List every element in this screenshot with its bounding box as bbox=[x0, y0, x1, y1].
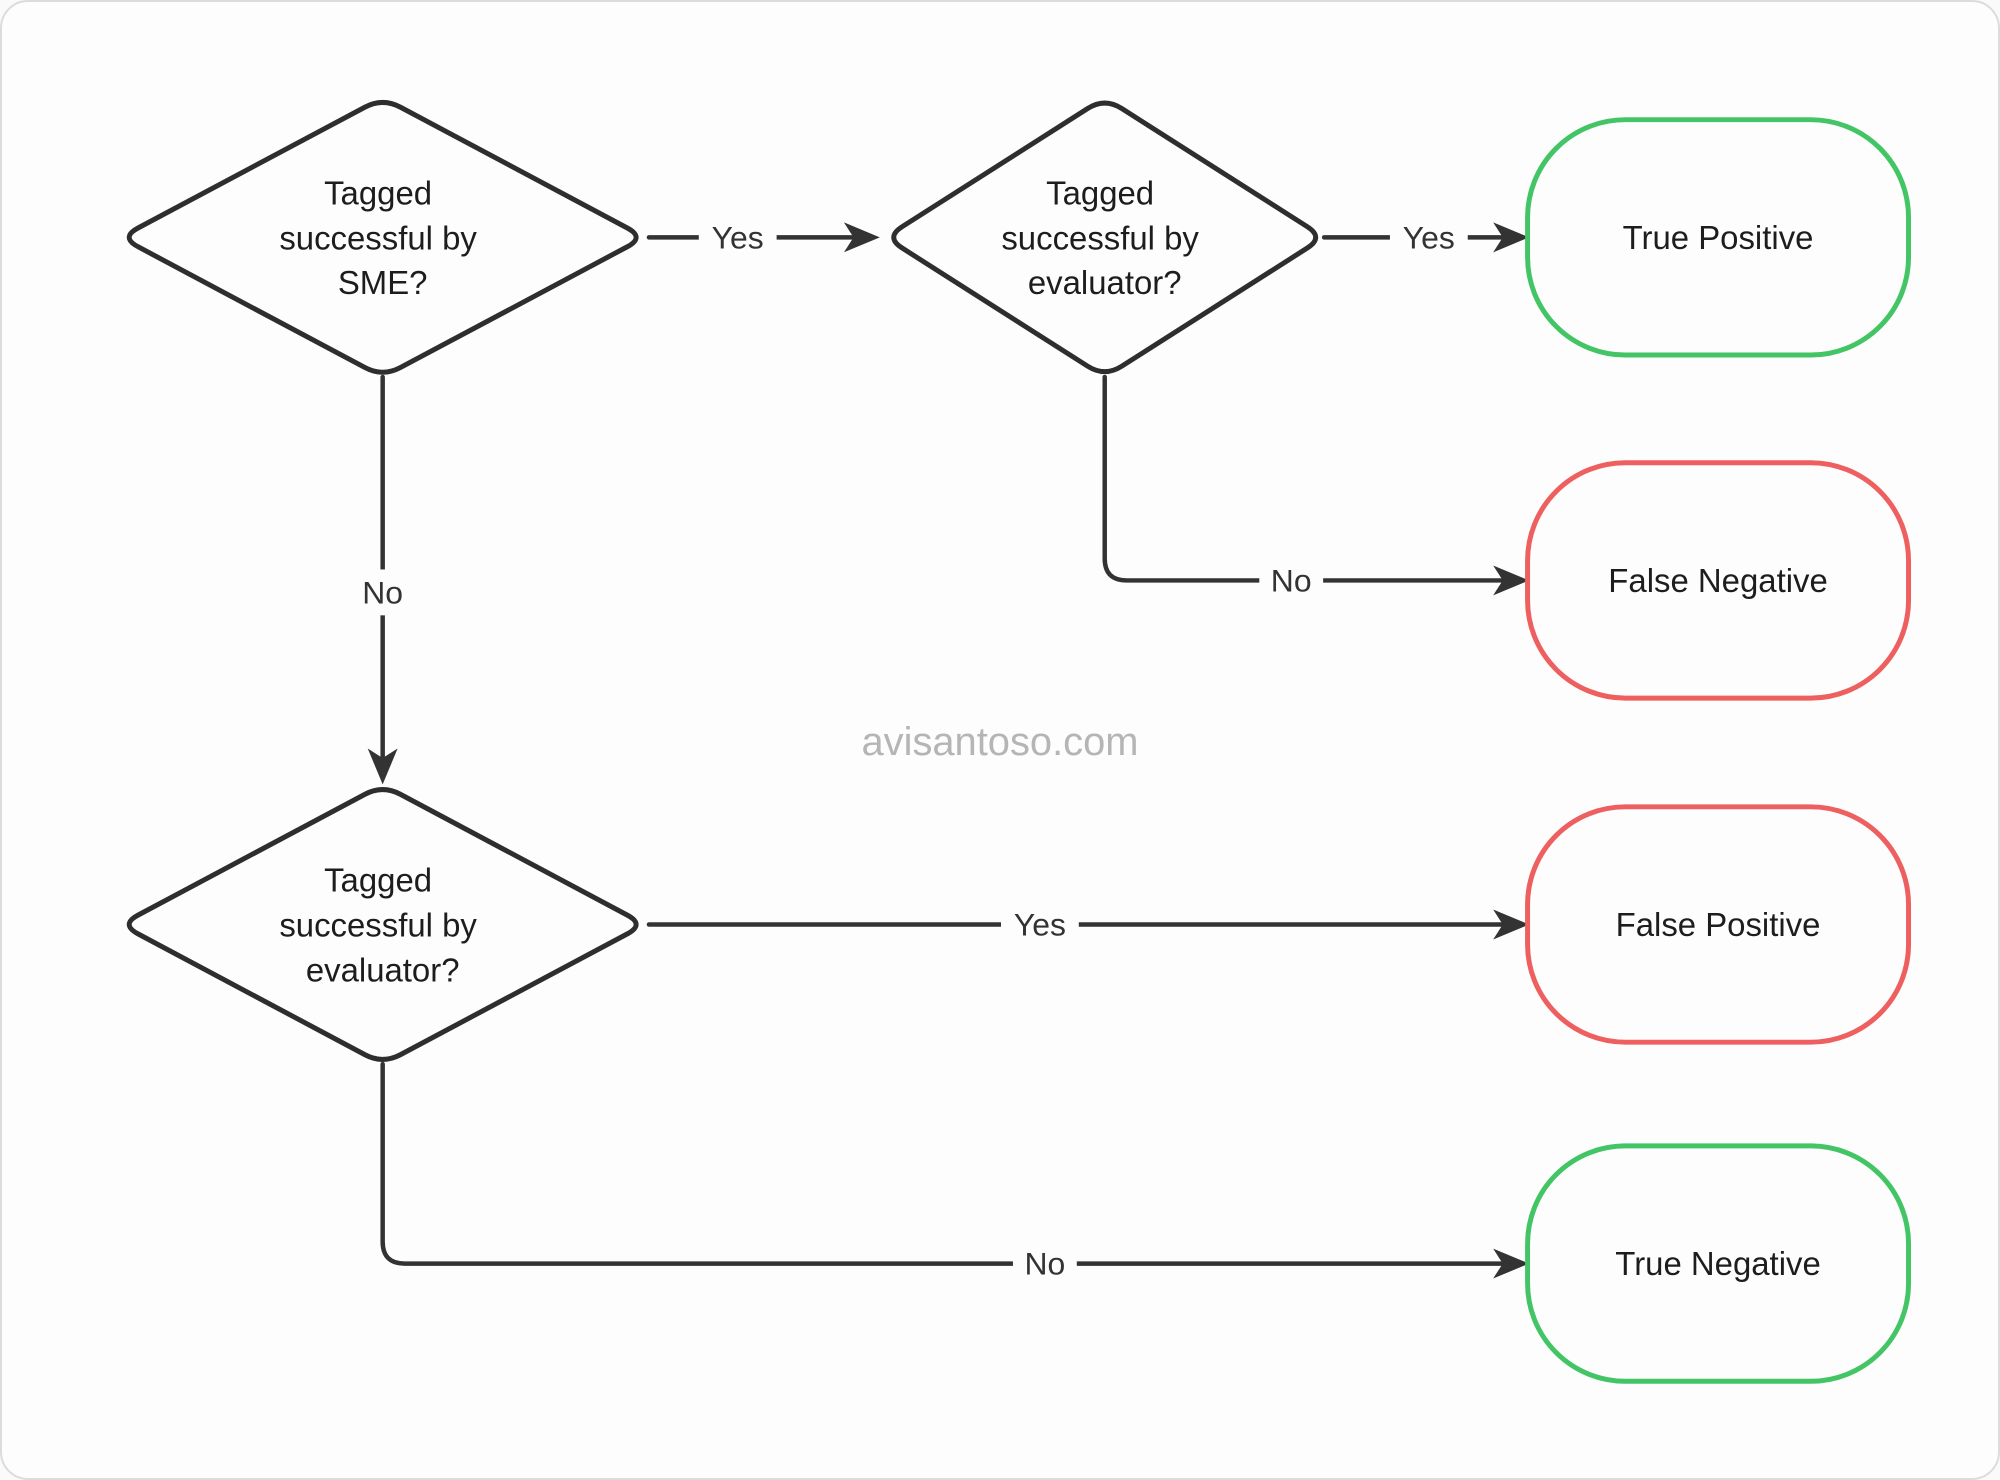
edge-label-bg bbox=[1389, 214, 1468, 261]
watermark-text: avisantoso.com bbox=[861, 720, 1138, 764]
edge-label-yes: Yes bbox=[1403, 219, 1455, 255]
edge-label-no: No bbox=[1271, 562, 1312, 598]
false-negative-node: False Negative bbox=[1525, 460, 1912, 701]
diamond-shape bbox=[126, 99, 639, 375]
decision-evaluator-bottom-node: Tagged successful by evaluator? bbox=[126, 787, 639, 1062]
edge-evaluator-to-false-negative bbox=[1102, 374, 1530, 596]
edge-label-no: No bbox=[1024, 1246, 1065, 1282]
true-positive-node: True Positive bbox=[1525, 117, 1912, 358]
edge-evaluator-bottom-to-true-negative bbox=[380, 1061, 1530, 1279]
diamond-shape bbox=[126, 787, 639, 1062]
edge-label-group: Yes Yes No No Yes No bbox=[350, 214, 1468, 1287]
decision-evaluator-top-label: Tagged successful by evaluator? bbox=[1001, 174, 1208, 301]
pill-shape-negative bbox=[1525, 460, 1912, 701]
true-positive-label: True Positive bbox=[1623, 219, 1814, 256]
edge-label-no: No bbox=[362, 574, 403, 610]
pill-shape-negative bbox=[1525, 804, 1912, 1045]
edge-label-bg bbox=[698, 214, 777, 261]
edge-group bbox=[367, 222, 1530, 1279]
pill-shape-positive bbox=[1525, 117, 1912, 358]
true-negative-node: True Negative bbox=[1525, 1143, 1912, 1384]
false-negative-label: False Negative bbox=[1608, 562, 1827, 599]
edge-label-yes: Yes bbox=[712, 219, 764, 255]
edge-label-bg bbox=[1012, 1240, 1077, 1287]
decision-evaluator-top-node: Tagged successful by evaluator? bbox=[891, 100, 1319, 375]
diamond-shape bbox=[891, 100, 1319, 375]
false-positive-node: False Positive bbox=[1525, 804, 1912, 1045]
decision-sme-node: Tagged successful by SME? bbox=[126, 99, 639, 375]
decision-evaluator-bottom-label: Tagged successful by evaluator? bbox=[279, 861, 486, 988]
pill-shape-positive bbox=[1525, 1143, 1912, 1384]
edge-label-yes: Yes bbox=[1014, 906, 1066, 942]
edge-label-bg bbox=[350, 569, 415, 616]
edge-label-bg bbox=[1000, 901, 1079, 948]
true-negative-label: True Negative bbox=[1615, 1245, 1820, 1282]
edge-label-bg bbox=[1259, 557, 1324, 604]
decision-sme-label: Tagged successful by SME? bbox=[279, 174, 486, 301]
false-positive-label: False Positive bbox=[1616, 906, 1821, 943]
